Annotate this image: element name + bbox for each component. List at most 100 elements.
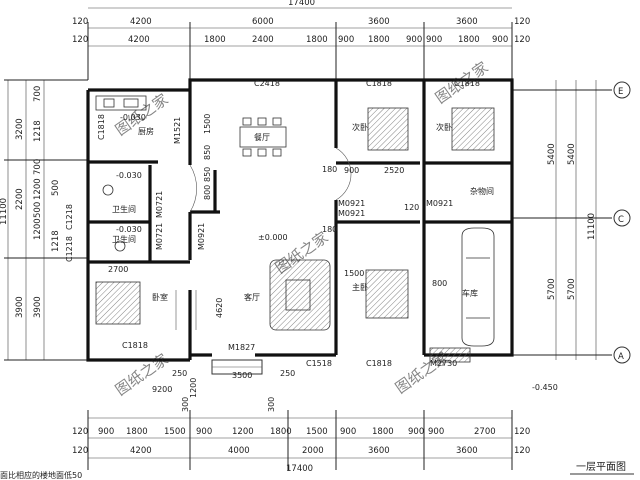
drawing-title: 一层平面图 — [576, 461, 626, 473]
code-c2418: C2418 — [254, 79, 280, 88]
left-inner-5: 500 — [33, 202, 43, 218]
room-wc1: 卫生间 — [112, 204, 136, 214]
code-c1518: C1518 — [306, 359, 332, 368]
axis-label-a: A — [618, 352, 624, 362]
code-c1818-kitchen: C1818 — [97, 114, 106, 140]
code-m0721-b: M0721 — [155, 223, 164, 250]
code-c1218-b: C1218 — [65, 236, 74, 262]
bed-bedroom1 — [95, 281, 141, 325]
left-dimensions: 11100 3200 2200 3900 700 1218 700 1200 5… — [0, 79, 88, 361]
top-sub-9: 1800 — [458, 35, 480, 45]
bottom-sub-7: 1500 — [306, 427, 328, 437]
top-edge-right: 120 — [514, 17, 530, 27]
interior-dim-3: 850 — [203, 167, 212, 182]
top-sub-6: 1800 — [368, 35, 390, 45]
garage-ramp — [429, 347, 471, 363]
axis-bubble-e — [613, 81, 631, 99]
bottom-sub-4: 900 — [196, 427, 212, 437]
left-inner-1: 700 — [33, 86, 43, 102]
porch-dim-300b: 300 — [267, 397, 276, 412]
room-kitchen: 厨房 — [138, 126, 154, 136]
left-inner-9: 3900 — [33, 296, 43, 318]
right-outer-1: 5400 — [567, 143, 577, 165]
code-c1818-bedroom3: C1818 — [454, 79, 480, 88]
axis-label-e: E — [618, 87, 623, 97]
top-sub-5: 900 — [338, 35, 354, 45]
bottom-sub-edge-left: 120 — [72, 427, 88, 437]
room-living: 客厅 — [244, 292, 260, 302]
top-sub-2: 1800 — [204, 35, 226, 45]
code-c1818-master: C1818 — [366, 359, 392, 368]
porch-dim-300a: 300 — [181, 397, 190, 412]
top-dim-2: 6000 — [252, 17, 274, 27]
coffee-table — [285, 279, 311, 311]
bottom-sub-2: 1800 — [126, 427, 148, 437]
axis-bubble-c — [613, 209, 631, 227]
top-sub-1: 4200 — [128, 35, 150, 45]
left-total-dim: 11100 — [0, 198, 9, 225]
interior-dim-6: 900 — [344, 166, 359, 175]
kitchen-sink — [103, 98, 115, 108]
top-sub-edge-left: 120 — [72, 35, 88, 45]
room-dining: 餐厅 — [254, 133, 270, 142]
top-sub-edge-right: 120 — [514, 35, 530, 45]
code-m0921-a: M0921 — [338, 199, 365, 208]
porch-width: 3500 — [232, 371, 252, 380]
interior-dim-4: 800 — [203, 185, 212, 200]
left-inner-8: 500 — [51, 180, 61, 196]
bottom-note: 面比相应的楼地面低50 — [0, 470, 82, 480]
bottom-sub-9: 1800 — [372, 427, 394, 437]
title-block: 一层平面图 面比相应的楼地面低50 — [0, 461, 634, 480]
right-inner-1: 5400 — [547, 143, 557, 165]
top-dimensions: 17400 4200 6000 3600 3600 120 120 4200 1… — [72, 0, 530, 80]
dining-table — [239, 126, 287, 148]
code-m0921-c: M0921 — [426, 199, 453, 208]
bottom-edge-right: 120 — [514, 446, 530, 456]
left-outer-1: 3200 — [15, 118, 25, 140]
elevation-outside: -0.450 — [532, 383, 558, 392]
top-dim-4: 3600 — [456, 17, 478, 27]
top-dim-1: 4200 — [130, 17, 152, 27]
bottom-total-dim: 17400 — [286, 464, 313, 474]
room-bedroom3: 次卧 — [436, 122, 452, 132]
axis-label-c: C — [618, 215, 624, 225]
code-c1218-a: C1218 — [65, 204, 74, 230]
watermark: 图纸之家 — [432, 58, 491, 107]
bed-bedroom2 — [367, 107, 409, 151]
room-storage: 杂物间 — [470, 186, 494, 196]
room-bedroom1: 卧室 — [152, 292, 168, 302]
bottom-sub-edge-right: 120 — [514, 427, 530, 437]
right-dimensions: 5400 5700 5400 5700 11100 E C A — [512, 80, 631, 364]
room-wc2: 卫生间 — [112, 234, 136, 244]
code-m2730: M2730 — [430, 359, 457, 368]
bottom-dim-5: 3600 — [456, 446, 478, 456]
top-total-dim: 17400 — [288, 0, 315, 8]
interior-dim-7: 2520 — [384, 166, 404, 175]
interior-dim-9: 120 — [404, 203, 419, 212]
code-m1521: M1521 — [173, 117, 182, 144]
top-edge-left: 120 — [72, 17, 88, 27]
toilet-wc2 — [114, 240, 126, 252]
top-sub-3: 2400 — [252, 35, 274, 45]
furniture — [95, 95, 495, 375]
bottom-edge-left: 120 — [72, 446, 88, 456]
interior-dim-12: 4620 — [215, 298, 224, 318]
left-inner-4: 1200 — [33, 178, 43, 200]
top-sub-7: 900 — [406, 35, 422, 45]
opening-codes: C2418 C1818 C1818 C1818 M1521 C1218 C121… — [65, 79, 558, 412]
code-m0921-d: M0921 — [197, 223, 206, 250]
code-m1827: M1827 — [228, 343, 255, 352]
top-dim-3: 3600 — [368, 17, 390, 27]
walls — [86, 78, 514, 362]
kitchen-stove — [123, 98, 139, 108]
interior-dim-11: 800 — [432, 279, 447, 288]
room-labels: 厨房 餐厅 次卧 次卧 杂物间 卫生间 卫生间 卧室 客厅 主卧 车库 — [112, 122, 494, 302]
right-total-dim: 11100 — [587, 213, 597, 240]
left-inner-2: 1218 — [33, 120, 43, 142]
bottom-sub-6: 1800 — [270, 427, 292, 437]
elevation-zero: ±0.000 — [258, 233, 288, 242]
car-icon — [461, 227, 495, 347]
bottom-dim-2: 4000 — [228, 446, 250, 456]
bottom-dim-1: 4200 — [130, 446, 152, 456]
